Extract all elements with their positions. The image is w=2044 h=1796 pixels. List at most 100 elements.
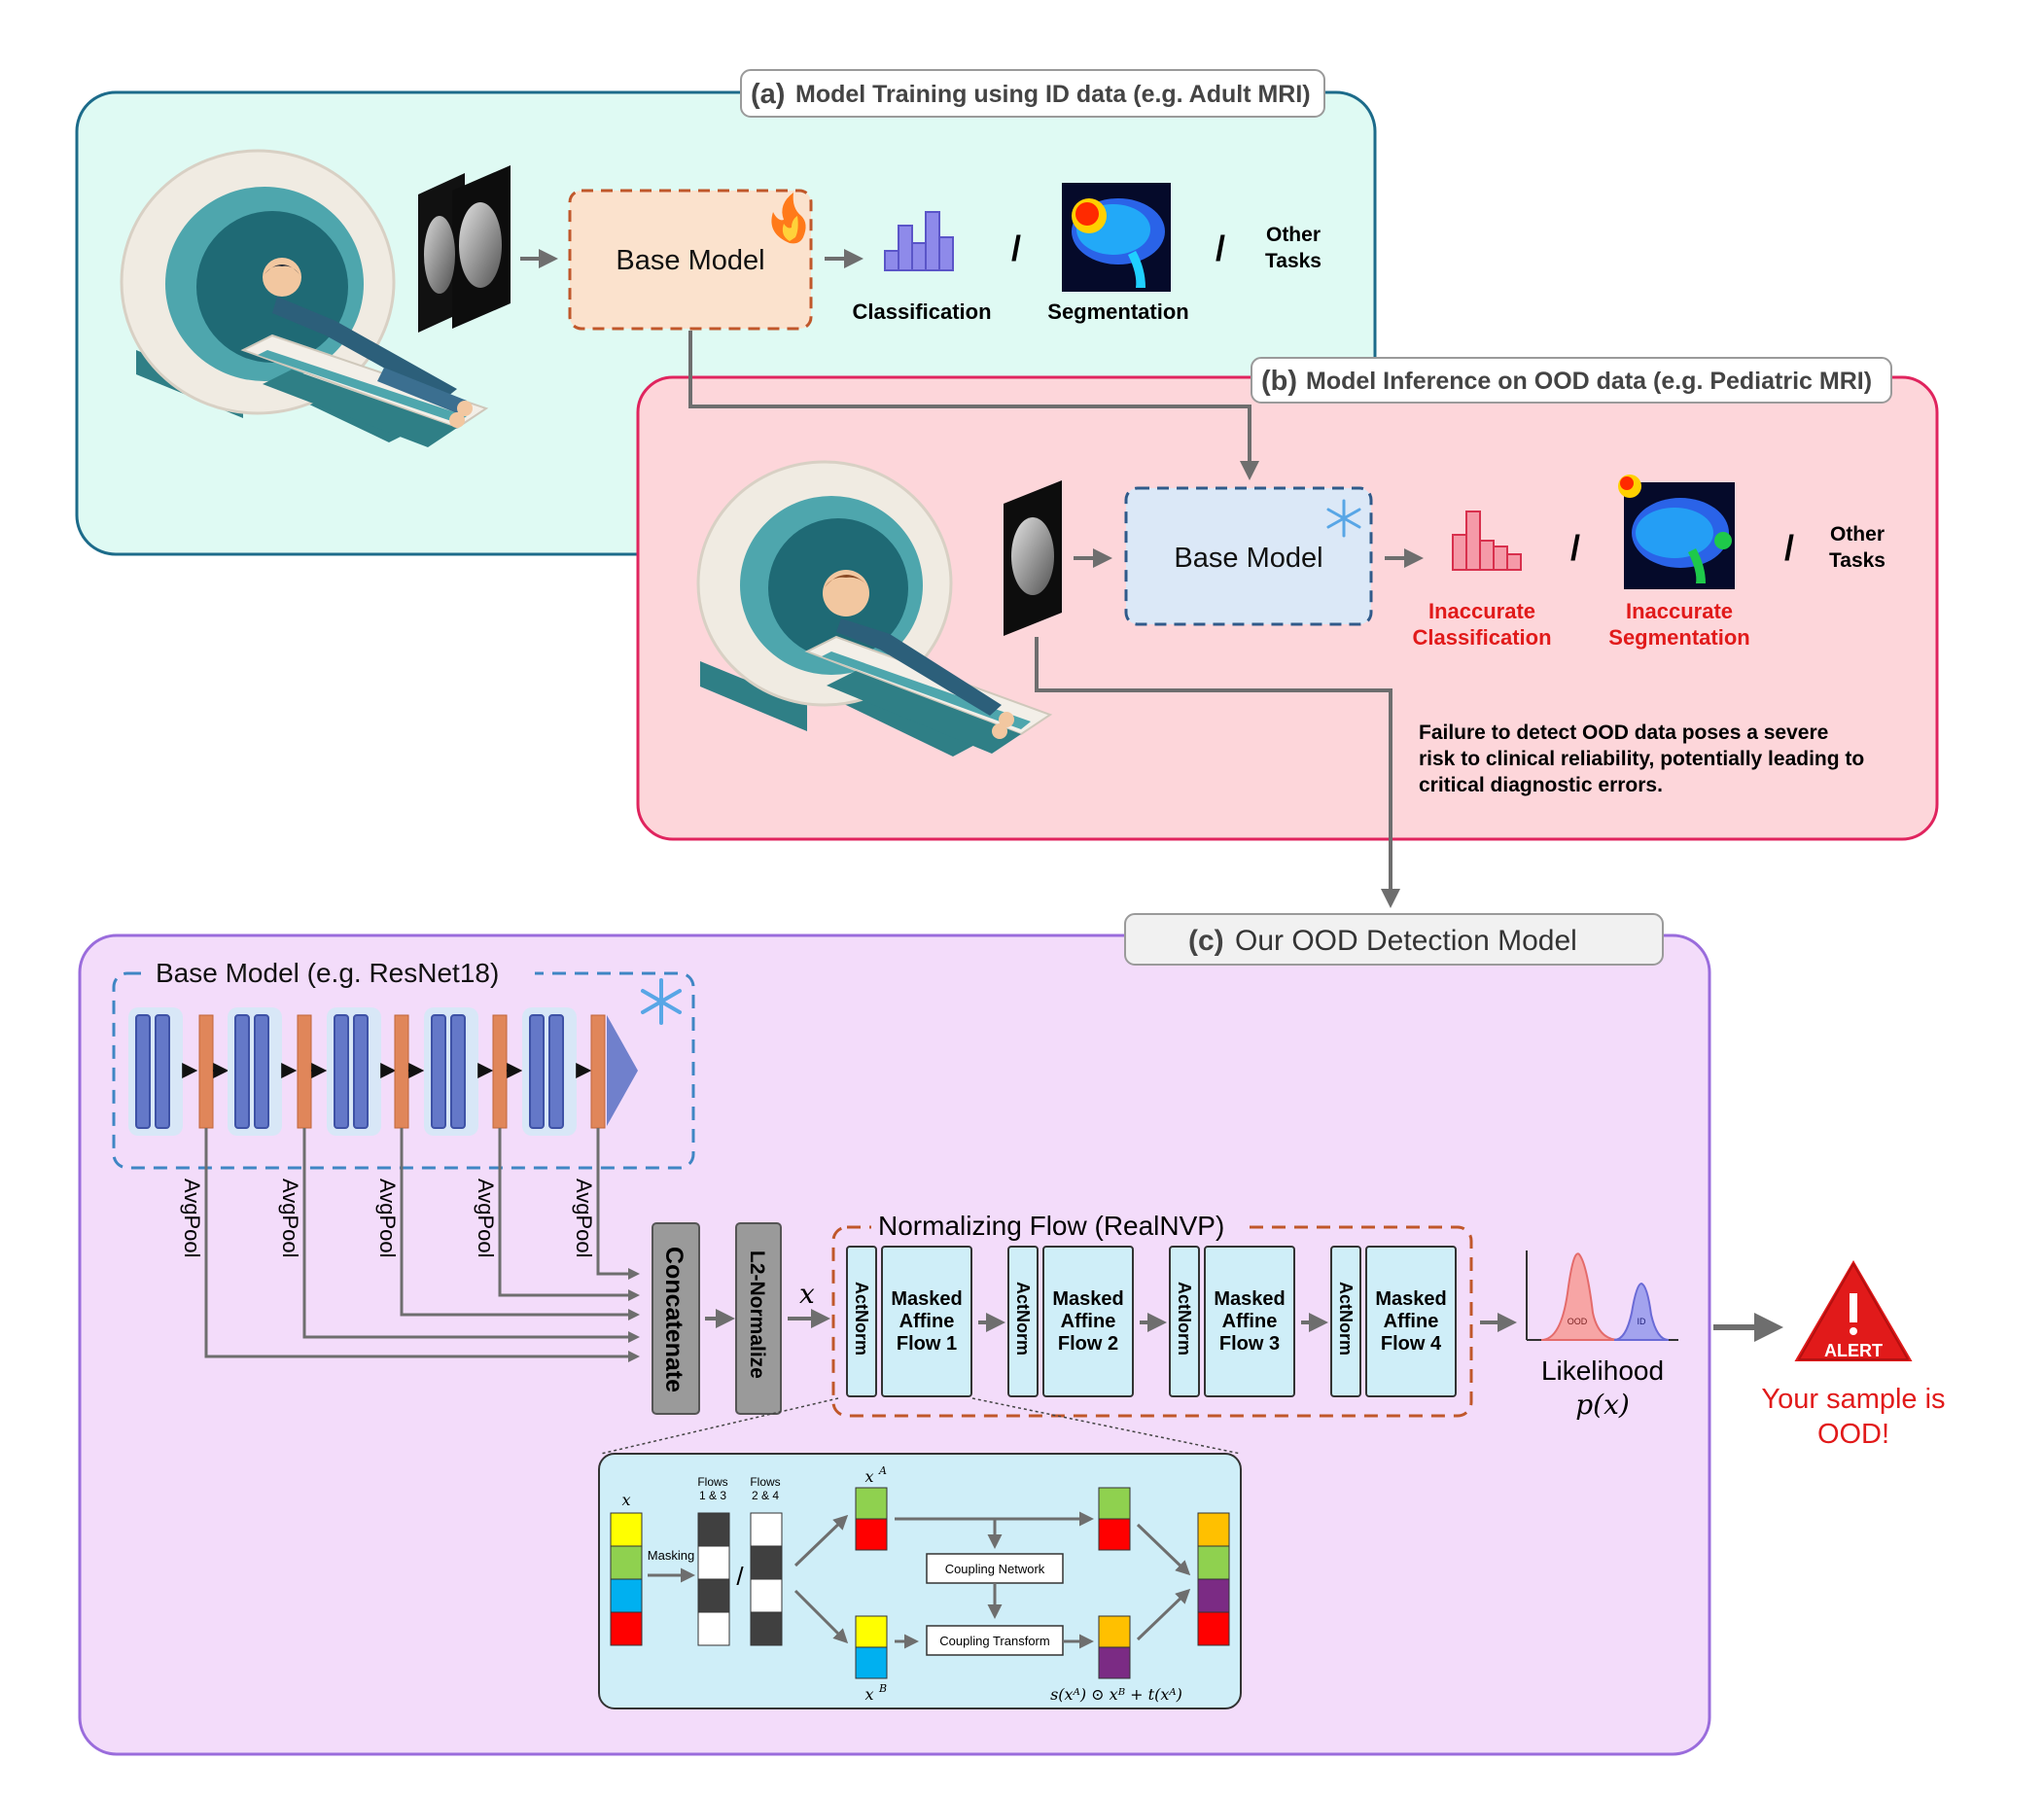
panel-c-title-box <box>1124 913 1664 966</box>
separator-b2: / <box>1784 528 1794 568</box>
other-tasks-b-line1: Other <box>1830 523 1885 546</box>
separator-a1: / <box>1011 229 1021 268</box>
other-tasks-b-line2: Tasks <box>1829 549 1885 572</box>
mri-scanner-adult-icon <box>120 149 489 447</box>
flow-stage-2: ActNorm Masked Affine Flow 2 <box>1007 1246 1134 1397</box>
fire-icon <box>771 193 806 244</box>
flows13-line2: 1 & 3 <box>699 1489 726 1502</box>
avgpool-label-1: AvgPool <box>180 1179 204 1258</box>
base-model-box-a <box>568 189 813 331</box>
l2-normalize-block <box>735 1222 782 1415</box>
flow4-line3: Flow 4 <box>1381 1333 1442 1355</box>
mri-scanner-child-icon <box>696 460 1053 757</box>
flow2-line1: Masked <box>1052 1288 1123 1310</box>
histogram-icon-b <box>1452 511 1522 571</box>
segmentation-image-a <box>1062 183 1171 292</box>
avgpool-label-2: AvgPool <box>278 1179 302 1258</box>
flow-title-bg <box>871 1210 1247 1243</box>
actnorm-label-3: ActNorm <box>1175 1282 1194 1356</box>
avgpool-arrowheads <box>628 1268 640 1362</box>
panel-c-label: (c) <box>1188 925 1224 957</box>
avgpool-label-4: AvgPool <box>474 1179 498 1258</box>
concatenate-block <box>652 1222 700 1415</box>
detail-xa-sup: A <box>878 1464 887 1477</box>
flow1-line2: Affine <box>899 1311 955 1332</box>
detail-xb: x <box>864 1685 873 1704</box>
coupling-detail-box <box>598 1453 1242 1709</box>
coupling-detail: x Masking Flows 1 & 3 / Flows 2 & 4 x A <box>598 1453 1242 1709</box>
classification-label-a: Classification <box>852 299 991 324</box>
flow4-line2: Affine <box>1384 1311 1439 1332</box>
snowflake-icon-c <box>641 978 682 1025</box>
concatenate-label: Concatenate <box>660 1247 687 1392</box>
flow3-line1: Masked <box>1214 1288 1285 1310</box>
likelihood-label: Likelihood <box>1541 1356 1664 1386</box>
base-model-label-b: Base Model <box>1174 543 1322 574</box>
warning-text-line1: Failure to detect OOD data poses a sever… <box>1419 722 1828 744</box>
classification-label-b: Classification <box>1412 625 1551 650</box>
alert-icon: ALERT <box>1789 1254 1918 1365</box>
panel-b: (b) Model Inference on OOD data (e.g. Pe… <box>636 331 1939 841</box>
actnorm-label-4: ActNorm <box>1336 1282 1356 1356</box>
alert-word: ALERT <box>1824 1341 1883 1360</box>
flow-stage-1: ActNorm Masked Affine Flow 1 <box>846 1246 972 1397</box>
zoom-line-right <box>971 1397 1242 1455</box>
panel-b-label: (b) <box>1261 366 1297 397</box>
dist-id-label: ID <box>1638 1317 1647 1326</box>
coupling-transform-label: Coupling Transform <box>939 1634 1049 1648</box>
detail-xa: x <box>864 1467 873 1486</box>
panel-c: (c) Our OOD Detection Model Base Model (… <box>78 913 1711 1756</box>
inaccurate-label-2: Inaccurate <box>1626 599 1733 623</box>
segmentation-image-b <box>1618 475 1735 589</box>
flow2-line3: Flow 2 <box>1058 1333 1118 1355</box>
histogram-icon-a <box>884 211 954 271</box>
panel-a-title-box <box>740 69 1325 118</box>
flow-stage-4: ActNorm Masked Affine Flow 4 <box>1330 1246 1457 1397</box>
dist-ood-label: OOD <box>1568 1317 1588 1326</box>
actnorm-label-2: ActNorm <box>1013 1282 1033 1356</box>
x-symbol: x <box>799 1278 815 1310</box>
avgpool-label-3: AvgPool <box>375 1179 400 1258</box>
panel-c-title: Our OOD Detection Model <box>1235 925 1577 957</box>
masking-label: Masking <box>648 1548 694 1563</box>
resnet-blocks <box>128 1007 638 1136</box>
alert-message-line2: OOD! <box>1817 1419 1889 1450</box>
flows24-line1: Flows <box>750 1475 780 1489</box>
flows13-line1: Flows <box>697 1475 727 1489</box>
base-model-label-a: Base Model <box>616 245 764 276</box>
flow3-line3: Flow 3 <box>1219 1333 1280 1355</box>
flow1-line1: Masked <box>891 1288 962 1310</box>
pediatric-mri-image <box>1004 480 1062 636</box>
coupling-network-box <box>926 1553 1064 1584</box>
normalizing-flow-box <box>831 1225 1473 1418</box>
avgpool-label-5: AvgPool <box>572 1179 596 1258</box>
inaccurate-label-1: Inaccurate <box>1428 599 1535 623</box>
alert-message-line1: Your sample is <box>1761 1384 1945 1415</box>
flow3-line2: Affine <box>1222 1311 1278 1332</box>
separator-a2: / <box>1216 229 1225 268</box>
adult-mri-images <box>418 165 511 333</box>
actnorm-label-1: ActNorm <box>852 1282 871 1356</box>
arrow-trained-weights <box>688 331 1259 480</box>
other-tasks-a-line2: Tasks <box>1265 250 1322 272</box>
panel-a: (a) Model Training using ID data (e.g. A… <box>75 69 1377 556</box>
l2-normalize-label: L2-Normalize <box>746 1250 768 1379</box>
resnet-title-bg <box>150 957 535 990</box>
coupling-transform-box <box>926 1625 1064 1656</box>
flow1-line3: Flow 1 <box>897 1333 957 1355</box>
avgpool-connections <box>204 1128 637 1358</box>
segmentation-label-a: Segmentation <box>1047 299 1188 324</box>
other-tasks-a-line1: Other <box>1266 224 1321 246</box>
detail-xb-sup: B <box>878 1682 887 1695</box>
segmentation-label-b: Segmentation <box>1608 625 1749 650</box>
detail-x: x <box>621 1491 630 1509</box>
detail-slash: / <box>736 1562 744 1591</box>
flow4-line1: Masked <box>1375 1288 1446 1310</box>
snowflake-icon-b <box>1326 499 1361 538</box>
panel-a-label: (a) <box>751 79 785 110</box>
separator-b1: / <box>1570 528 1580 568</box>
detail-formula: s(xᴬ) ⊙ xᴮ + t(xᴬ) <box>1050 1685 1182 1704</box>
flow-title: Normalizing Flow (RealNVP) <box>878 1211 1224 1241</box>
panel-b-title-box <box>1251 357 1892 404</box>
